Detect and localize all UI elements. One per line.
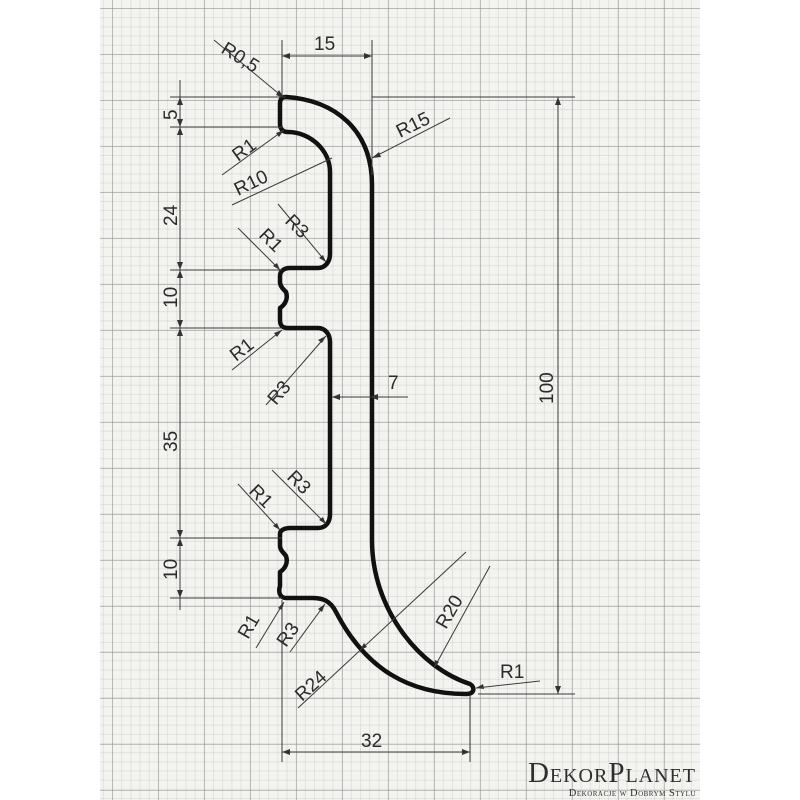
dimension-top-width: 15 xyxy=(281,34,373,175)
radius-r1-bottom-label: R1 xyxy=(234,611,264,643)
radius-r3-top-label: R3 xyxy=(280,211,312,243)
radius-r1-top-label: R1 xyxy=(229,135,261,166)
brand-tagline: Dekoracje w Dobrym Stylu xyxy=(568,788,696,799)
brand-logo: DekorPlanet Dekoracje w Dobrym Stylu xyxy=(528,758,696,799)
radius-r1-upper-notch-label: R1 xyxy=(254,225,286,257)
graph-paper xyxy=(100,0,700,800)
top-width-label: 15 xyxy=(314,34,335,55)
height-5-label: 5 xyxy=(161,109,182,120)
radius-r05-label: R0,5 xyxy=(217,38,262,77)
radius-r1-lower-label: R1 xyxy=(244,481,276,513)
radius-r3-lower-label: R3 xyxy=(282,467,314,499)
radius-r20-label: R20 xyxy=(432,592,468,633)
total-height-label: 100 xyxy=(537,372,558,404)
dimension-wall-thickness: 7 xyxy=(332,373,408,400)
height-10-lower-label: 10 xyxy=(161,559,182,580)
radius-leaders xyxy=(213,39,541,709)
dimension-left-chain: 5 24 10 35 10 xyxy=(161,80,286,610)
radius-r3-mid-label: R3 xyxy=(264,377,296,409)
dimension-bottom-width: 32 xyxy=(281,600,471,762)
bottom-width-label: 32 xyxy=(361,731,382,752)
height-35-label: 35 xyxy=(161,431,182,452)
brand-name: DekorPlanet xyxy=(527,757,696,789)
wall-thickness-label: 7 xyxy=(388,373,399,394)
skirting-profile-outline xyxy=(277,94,476,697)
radius-r3-bottom-label: R3 xyxy=(273,619,304,651)
radius-r1-mid-label: R1 xyxy=(226,334,258,366)
height-24-label: 24 xyxy=(161,204,182,226)
radius-r1-tip-label: R1 xyxy=(500,662,524,683)
radius-r10-label: R10 xyxy=(231,166,272,200)
dimension-total-height: 100 xyxy=(372,96,575,695)
radius-r24-label: R24 xyxy=(291,666,331,705)
height-10-upper-label: 10 xyxy=(161,287,182,308)
